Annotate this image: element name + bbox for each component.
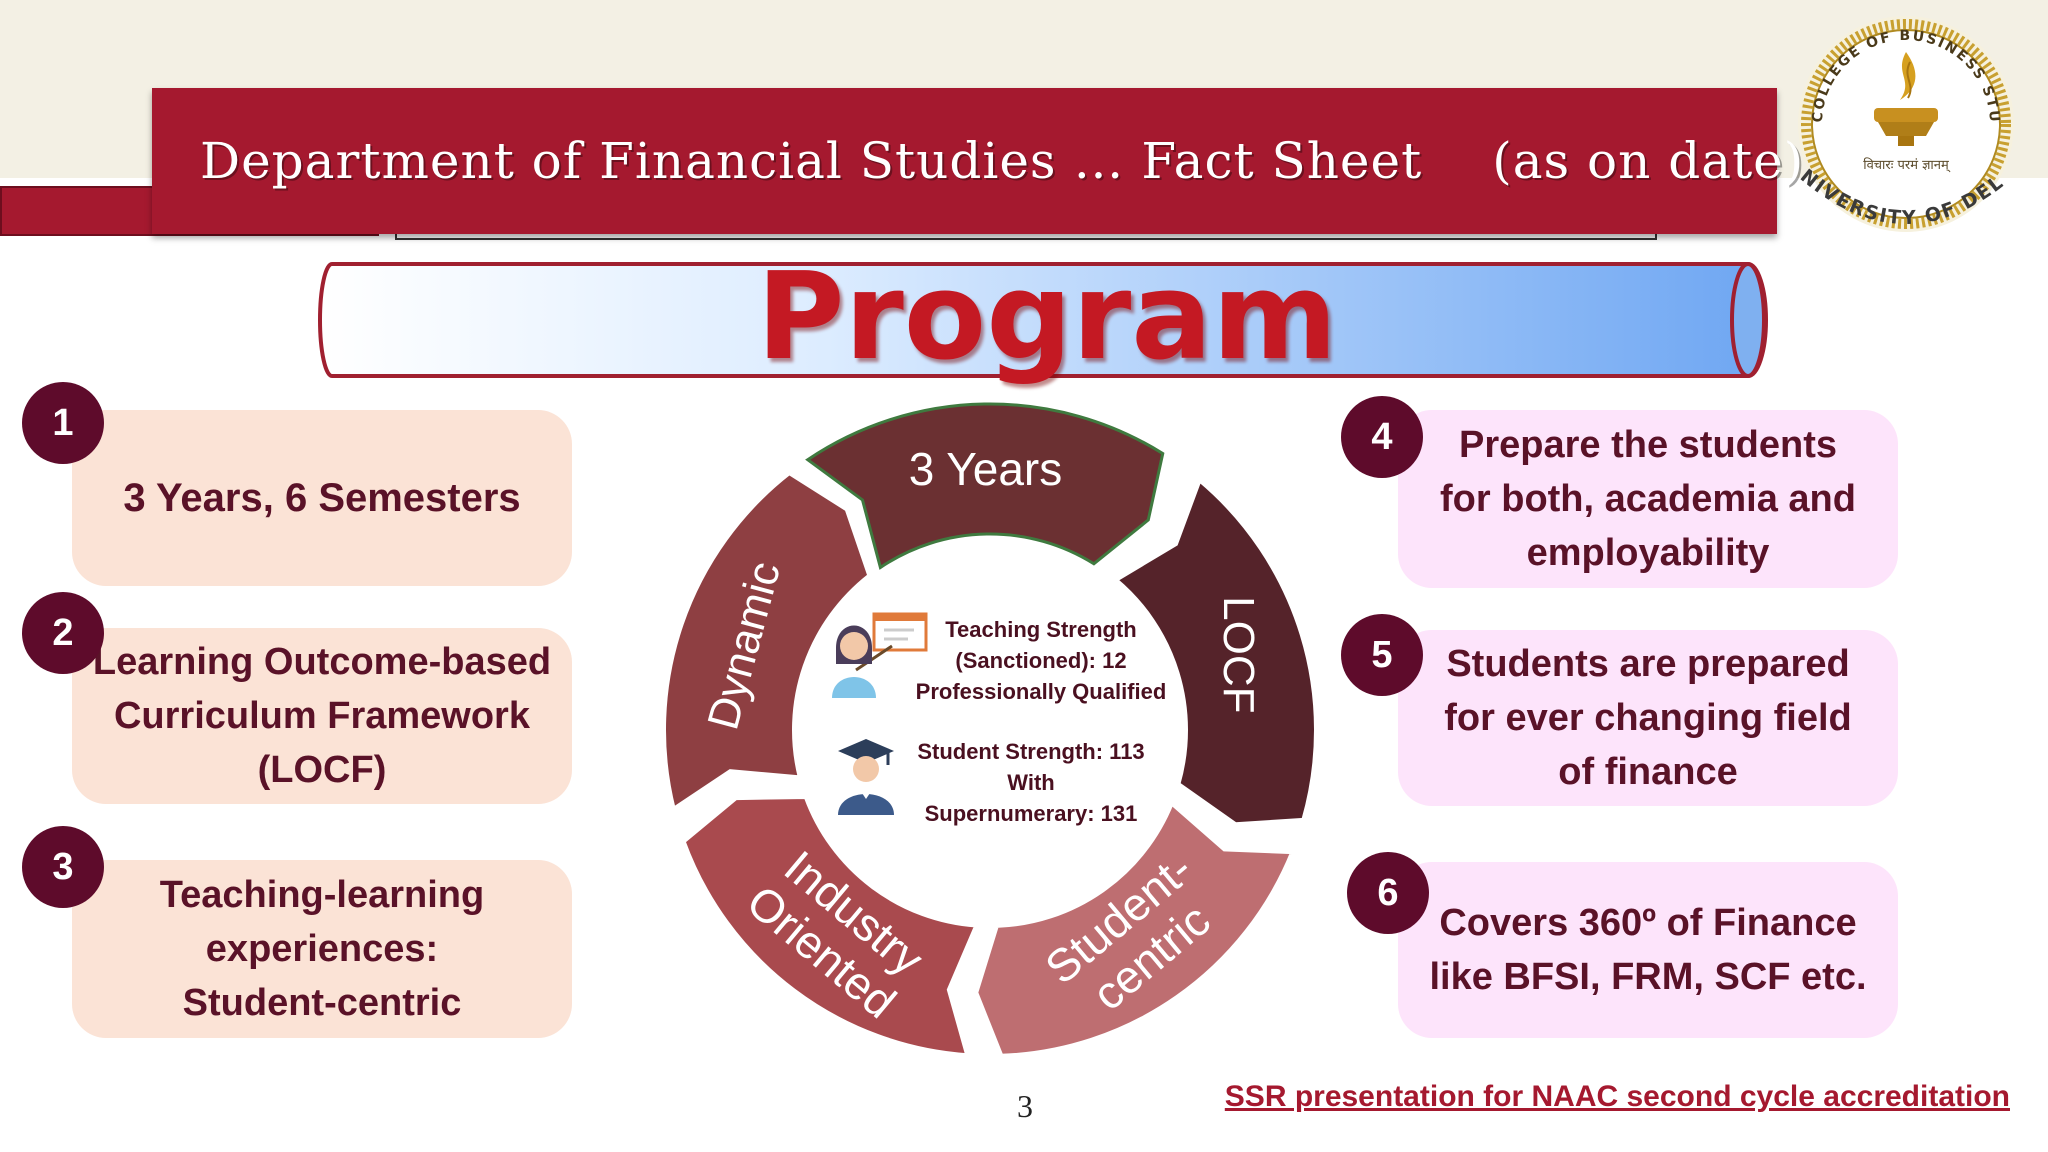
fact-5-line-1: Students are prepared xyxy=(1446,643,1850,685)
fact-card-2: Learning Outcome-based Curriculum Framew… xyxy=(72,628,572,804)
teacher-icon xyxy=(832,612,928,698)
title-bar xyxy=(152,88,1777,234)
program-banner xyxy=(318,262,1768,378)
fact-2-line-3: (LOCF) xyxy=(257,749,387,791)
fact-card-6: Covers 360º of Finance like BFSI, FRM, S… xyxy=(1398,862,1898,1038)
students-line-3: Supernumerary: 131 xyxy=(924,801,1138,826)
teaching-line-2: (Sanctioned): 12 xyxy=(955,648,1127,673)
cycle-segment-locf xyxy=(1112,476,1318,827)
cycle-segment-three-years xyxy=(805,402,1165,570)
page-number: 3 xyxy=(1017,1088,1033,1124)
fact-4-number-badge: 4 xyxy=(1341,396,1423,478)
fact-1-number-badge: 1 xyxy=(22,382,104,464)
teaching-line-3: Professionally Qualified xyxy=(915,679,1167,704)
fact-card-3: Teaching-learning experiences: Student-c… xyxy=(72,860,572,1038)
teaching-strength-text: Teaching Strength (Sanctioned): 12 Profe… xyxy=(896,614,1186,707)
fact-4-line-1: Prepare the students xyxy=(1459,424,1837,466)
fact-5-number-badge: 5 xyxy=(1341,614,1423,696)
title-main: Department of Financial Studies … Fact S… xyxy=(200,132,1423,190)
fact-6-number-badge: 6 xyxy=(1347,852,1429,934)
page-title: Department of Financial Studies … Fact S… xyxy=(200,126,1803,196)
fact-2-number-badge: 2 xyxy=(22,592,104,674)
fact-3-line-2: experiences: xyxy=(205,928,439,970)
footer-naac-link[interactable]: SSR presentation for NAAC second cycle a… xyxy=(1224,1080,2010,1113)
fact-5-line-2: for ever changing field xyxy=(1444,697,1852,739)
fact-3-line-3: Student-centric xyxy=(182,982,462,1024)
program-cycle-diagram: 3 YearsLOCFStudent-centricIndustryOrient… xyxy=(662,402,1318,1058)
fact-card-5: Students are prepared for ever changing … xyxy=(1398,630,1898,806)
graduate-student-icon xyxy=(838,739,894,815)
fact-6-line-1: Covers 360º of Finance xyxy=(1439,902,1857,944)
fact-4-line-2: for both, academia and xyxy=(1440,478,1856,520)
fact-2-line-2: Curriculum Framework xyxy=(113,695,530,737)
program-heading: Program xyxy=(756,248,1338,387)
cycle-segment-student-centric xyxy=(974,800,1296,1058)
student-strength-text: Student Strength: 113 With Supernumerary… xyxy=(900,736,1162,829)
fact-4-line-3: employability xyxy=(1526,532,1770,574)
fact-3-number-badge: 3 xyxy=(22,826,104,908)
cycle-label-three-years: 3 Years xyxy=(909,443,1062,495)
teaching-line-1: Teaching Strength xyxy=(945,617,1137,642)
fact-2-line-1: Learning Outcome-based xyxy=(92,641,552,683)
cycle-label-locf: LOCF xyxy=(1214,596,1263,713)
students-line-2: With xyxy=(1007,770,1055,795)
title-suffix: (as on date) xyxy=(1492,132,1805,190)
college-seal-logo: S.S. COLLEGE OF BUSINESS STUDIES विचारः … xyxy=(1782,4,2014,232)
fact-card-4: Prepare the students for both, academia … xyxy=(1398,410,1898,588)
logo-motto: विचारः परमं ज्ञानम् xyxy=(1863,157,1951,173)
cycle-segment-industry-oriented xyxy=(681,795,980,1058)
cycle-center-disc xyxy=(802,542,1178,918)
fact-1-line-1: 3 Years, 6 Semesters xyxy=(123,476,521,520)
fact-card-1: 3 Years, 6 Semesters xyxy=(72,410,572,586)
fact-3-line-1: Teaching-learning xyxy=(159,874,485,916)
students-line-1: Student Strength: 113 xyxy=(917,739,1145,764)
fact-6-line-2: like BFSI, FRM, SCF etc. xyxy=(1429,956,1867,998)
cycle-segment-dynamic xyxy=(662,470,872,813)
fact-5-line-3: of finance xyxy=(1558,751,1738,793)
